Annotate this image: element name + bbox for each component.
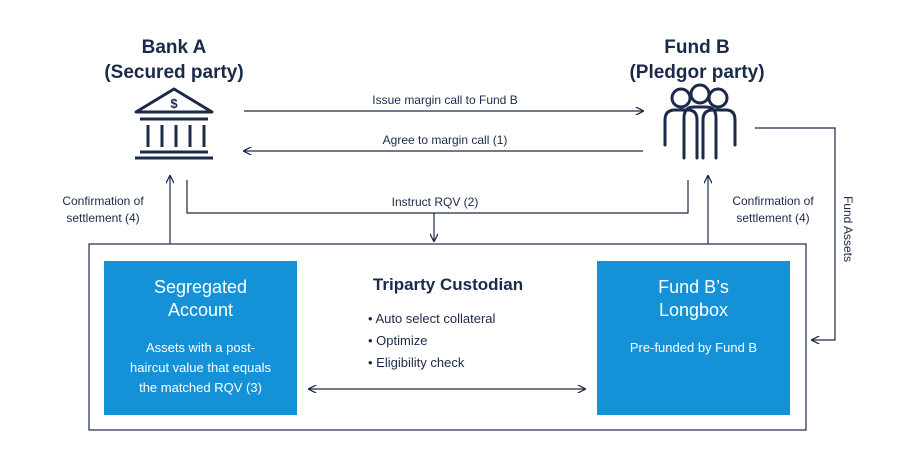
confirmation-left-label: Confirmation of settlement (4) (48, 193, 158, 227)
segregated-title-line2: Account (167, 300, 234, 320)
custodian-bullet-text: Eligibility check (376, 355, 465, 370)
segregated-account-title: Segregated Account (104, 276, 297, 322)
agree-margin-call-label: Agree to margin call (1) (382, 133, 508, 147)
fund-assets-label: Fund Assets (841, 195, 855, 263)
bank-name: Bank A (141, 37, 207, 58)
confirmation-right-label: Confirmation of settlement (4) (718, 193, 828, 227)
segregated-text-line1: Assets with a post- (145, 340, 256, 355)
longbox-description: Pre-funded by Fund B (629, 340, 758, 355)
custodian-bullet-item: • Optimize (368, 333, 428, 348)
segregated-account-description: Assets with a post- haircut value that e… (104, 338, 297, 398)
segregated-text-line2: haircut value that equals (130, 360, 271, 375)
fund-name: Fund B (664, 37, 730, 58)
fund-party-title: Fund B (Pledgor party) (617, 35, 777, 85)
confirmation-left-line2: settlement (4) (66, 211, 140, 225)
segregated-account-box: Segregated Account Assets with a post- h… (104, 261, 297, 415)
longbox-box: Fund B’s Longbox Pre-funded by Fund B (597, 261, 790, 415)
segregated-title-line1: Segregated (153, 277, 248, 297)
svg-text:$: $ (170, 96, 178, 111)
triparty-custodian-title: Triparty Custodian (372, 275, 524, 294)
fund-assets-connector (755, 127, 836, 340)
longbox-title-line2: Longbox (658, 300, 729, 320)
triparty-custodian-box (88, 243, 807, 431)
longbox-title: Fund B’s Longbox (597, 276, 790, 322)
segregated-text-line3: the matched RQV (3) (139, 380, 262, 395)
confirmation-right-line1: Confirmation of (732, 194, 814, 208)
fund-role: (Pledgor party) (629, 62, 765, 83)
bank-party-title: Bank A (Secured party) (104, 35, 244, 85)
bank-role: (Secured party) (104, 62, 244, 83)
custodian-bullet-text: Auto select collateral (375, 311, 496, 326)
people-group-icon (663, 83, 737, 160)
custodian-bullet-list: • Auto select collateral • Optimize • El… (368, 308, 495, 374)
instruct-rqv-label: Instruct RQV (2) (391, 195, 479, 209)
custodian-bullet-item: • Auto select collateral (368, 311, 496, 326)
custodian-bullet-text: Optimize (376, 333, 428, 348)
longbox-title-line1: Fund B’s (658, 277, 729, 297)
bank-icon: $ (134, 87, 214, 160)
issue-margin-call-label: Issue margin call to Fund B (372, 93, 518, 107)
custodian-bullet-item: • Eligibility check (368, 355, 465, 370)
instruct-rqv-connector (186, 180, 689, 214)
confirmation-right-line2: settlement (4) (736, 211, 810, 225)
confirmation-left-line1: Confirmation of (62, 194, 144, 208)
